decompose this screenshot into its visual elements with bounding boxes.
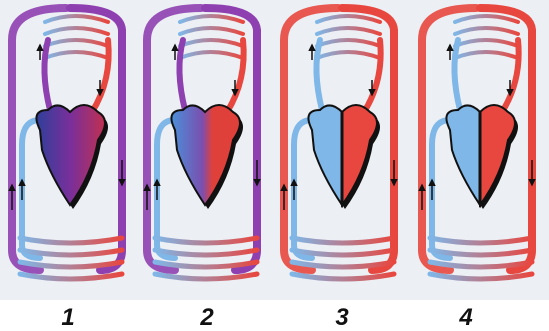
circulatory-systems-figure (0, 0, 549, 300)
panel-label-2: 2 (187, 306, 227, 330)
panel-label-1: 1 (48, 306, 88, 330)
panel-label-4: 4 (446, 306, 486, 330)
panel-label-3: 3 (322, 306, 362, 330)
